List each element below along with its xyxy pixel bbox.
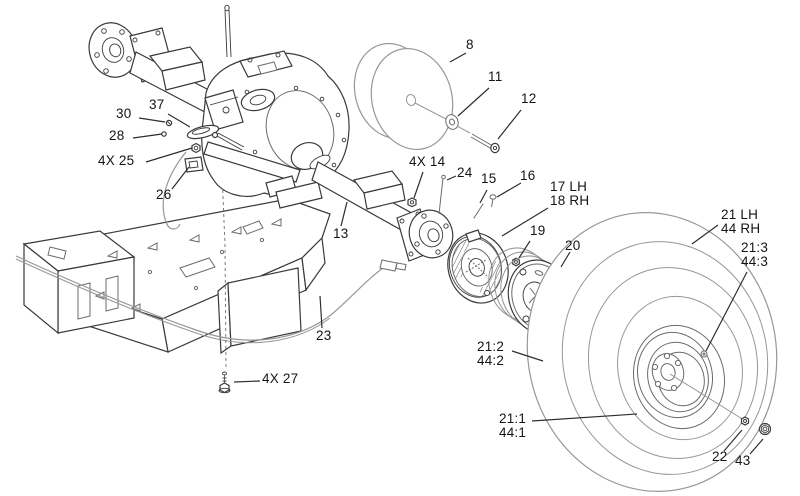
leader-12	[497, 109, 522, 140]
callout-16: 16	[520, 168, 536, 183]
leader-30	[138, 117, 166, 123]
callout-19: 19	[530, 223, 546, 238]
leader-11	[457, 87, 490, 117]
brake-cable	[15, 151, 407, 344]
leader-22	[723, 429, 743, 452]
leader-21-3	[705, 271, 748, 352]
callout-37: 37	[149, 97, 165, 112]
callout-21-3: 21:3 44:3	[741, 240, 769, 269]
callout-23: 23	[316, 328, 332, 343]
callout-24: 24	[457, 165, 473, 180]
axis-line	[414, 102, 447, 120]
pin-15	[473, 203, 484, 219]
wheel-tire	[526, 212, 778, 492]
bolt-12	[470, 133, 500, 154]
leader-21-44	[691, 224, 719, 245]
callout-13: 13	[333, 226, 349, 241]
callout-4x14: 4X 14	[409, 154, 446, 169]
callout-11: 11	[488, 69, 503, 84]
callout-43: 43	[735, 453, 751, 468]
callout-12: 12	[521, 91, 537, 106]
leader-43	[749, 438, 764, 455]
callout-28: 28	[109, 128, 125, 143]
leader-27	[233, 380, 261, 383]
frame-deck	[22, 198, 331, 355]
leader-28	[132, 133, 163, 139]
leader-17-18	[501, 207, 549, 237]
bolt-27	[218, 371, 231, 394]
axis-line	[456, 125, 471, 134]
lug-nut-43	[758, 422, 772, 436]
brake-lever-37	[186, 124, 220, 140]
callout-20: 20	[565, 238, 581, 253]
leader-20	[560, 251, 571, 268]
nut-25	[191, 142, 201, 154]
brake-assembly	[447, 229, 509, 304]
washer-28	[161, 131, 167, 137]
wheel-rim	[632, 324, 726, 430]
callout-21-1: 21:1 44:1	[499, 411, 527, 440]
leader-21-1	[531, 413, 638, 422]
callout-30: 30	[116, 106, 132, 121]
leader-15	[479, 189, 488, 204]
nut-14	[407, 197, 417, 208]
axle-hub-flange	[396, 208, 454, 262]
cable-clamp-26	[184, 156, 204, 173]
leader-14	[413, 171, 424, 199]
callout-15: 15	[481, 171, 497, 186]
callout-21lh-44rh: 21 LH 44 RH	[721, 207, 761, 236]
leader-13	[340, 201, 348, 227]
leader-19	[518, 240, 531, 259]
pin-24	[438, 174, 446, 215]
valve-stem	[700, 350, 708, 358]
screw-16	[489, 194, 497, 208]
leader-21-2	[511, 350, 544, 362]
callout-21-2: 21:2 44:2	[477, 339, 505, 368]
disc-8	[353, 42, 454, 151]
callout-26: 26	[156, 187, 172, 202]
assembly-dashed-line	[221, 171, 227, 369]
leader-25	[145, 147, 193, 163]
leader-24	[446, 175, 457, 181]
axle-stub	[669, 373, 745, 421]
leader-23	[319, 295, 323, 329]
leader-26	[171, 166, 190, 190]
callout-22: 22	[712, 449, 728, 464]
callout-4x25: 4X 25	[98, 153, 135, 168]
callout-17lh-18rh: 17 LH 18 RH	[550, 179, 590, 208]
callout-8: 8	[466, 37, 474, 52]
leader-37	[167, 113, 191, 128]
leader-8	[449, 52, 467, 63]
leader-16	[496, 182, 522, 198]
nut-22	[740, 416, 750, 426]
callout-4x27: 4X 27	[262, 371, 299, 386]
screw-30	[165, 119, 173, 127]
washer-11	[445, 114, 459, 130]
leader-lines	[132, 52, 764, 455]
